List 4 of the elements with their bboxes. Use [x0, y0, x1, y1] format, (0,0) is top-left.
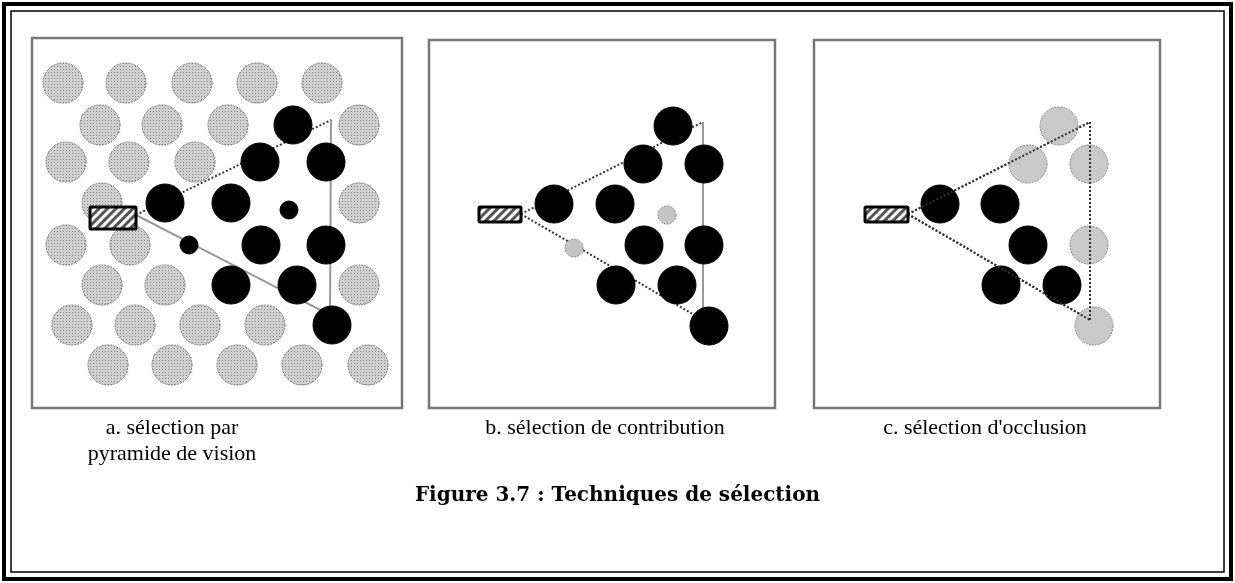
- panel-caption: c. sélection d'occlusion: [882, 414, 1088, 440]
- panel-caption: b. sélection de contribution: [484, 414, 726, 440]
- figure-caption: Figure 3.7 : Techniques de sélection: [413, 482, 822, 506]
- panel-caption: a. sélection par pyramide de vision: [86, 414, 258, 466]
